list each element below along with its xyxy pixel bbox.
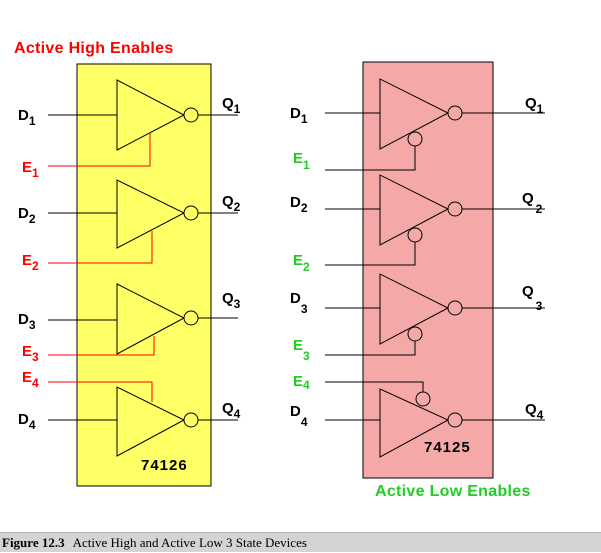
right-d4-label: D4 — [290, 403, 308, 429]
inverter-bubble-icon — [447, 105, 463, 121]
left-d4-label: D4 — [18, 411, 36, 432]
right-e3-label: E3 — [293, 337, 310, 363]
right-heading: Active Low Enables — [375, 483, 531, 500]
buffer-triangle-icon — [379, 388, 450, 458]
inverter-bubble-icon — [183, 412, 199, 428]
inverter-bubble-icon — [183, 205, 199, 221]
left-gate-2 — [48, 179, 238, 264]
right-gate-2 — [325, 174, 545, 266]
inverter-bubble-icon — [447, 300, 463, 316]
buffer-triangle-icon — [379, 174, 450, 246]
left-q1-label: Q1 — [222, 95, 241, 116]
left-e2-label: E2 — [22, 252, 39, 273]
left-e1-label: E1 — [22, 159, 39, 180]
left-gate-4 — [48, 381, 238, 457]
figure-caption: Figure 12.3 Active High and Active Low 3 … — [0, 532, 601, 552]
inverter-bubble-icon — [183, 310, 199, 326]
buffer-triangle-icon — [379, 273, 450, 345]
right-gate-1 — [325, 78, 545, 171]
enable-bubble-icon — [415, 391, 431, 407]
left-q4-label: Q4 — [222, 400, 241, 421]
right-q2-label: Q2 — [522, 190, 543, 216]
inverter-bubble-icon — [183, 107, 199, 123]
right-d1-label: D1 — [290, 105, 308, 126]
inverter-bubble-icon — [447, 412, 463, 428]
right-e1-label: E1 — [293, 150, 310, 172]
circuit-diagram: Active High Enables D1 E1 Q1 D2 E2 Q2 D3… — [14, 40, 545, 500]
left-d3-label: D3 — [18, 311, 36, 332]
buffer-triangle-icon — [116, 79, 186, 151]
left-d1-label: D1 — [18, 107, 36, 128]
left-e3-label: E3 — [22, 343, 39, 364]
enable-bubble-icon — [407, 227, 423, 243]
enable-bubble-icon — [407, 326, 423, 342]
buffer-triangle-icon — [116, 179, 186, 249]
right-e2-label: E2 — [293, 252, 310, 274]
right-d2-label: D2 — [290, 194, 308, 215]
buffer-triangle-icon — [379, 78, 450, 150]
enable-bubble-icon — [407, 131, 423, 147]
right-q1-label: Q1 — [525, 95, 544, 116]
left-heading: Active High Enables — [14, 40, 174, 57]
right-d3-label: D3 — [290, 290, 308, 316]
buffer-triangle-icon — [116, 386, 186, 457]
right-e4-label: E4 — [293, 373, 310, 392]
right-q3-label: Q3 — [522, 283, 543, 313]
right-chip-number: 74125 — [424, 439, 471, 456]
figure-caption-text: Active High and Active Low 3 State Devic… — [72, 535, 307, 550]
left-gate-3 — [48, 283, 238, 356]
figure-label: Figure 12.3 — [2, 535, 65, 550]
right-q4-label: Q4 — [525, 401, 544, 422]
right-gate-3 — [325, 273, 545, 356]
left-d2-label: D2 — [18, 205, 36, 226]
right-gate-4 — [325, 381, 545, 458]
inverter-bubble-icon — [447, 201, 463, 217]
left-chip-number: 74126 — [141, 457, 188, 474]
buffer-triangle-icon — [116, 283, 186, 355]
left-q2-label: Q2 — [222, 193, 241, 214]
left-e4-label: E4 — [22, 369, 39, 390]
left-q3-label: Q3 — [222, 290, 241, 311]
left-gate-1 — [48, 79, 238, 167]
